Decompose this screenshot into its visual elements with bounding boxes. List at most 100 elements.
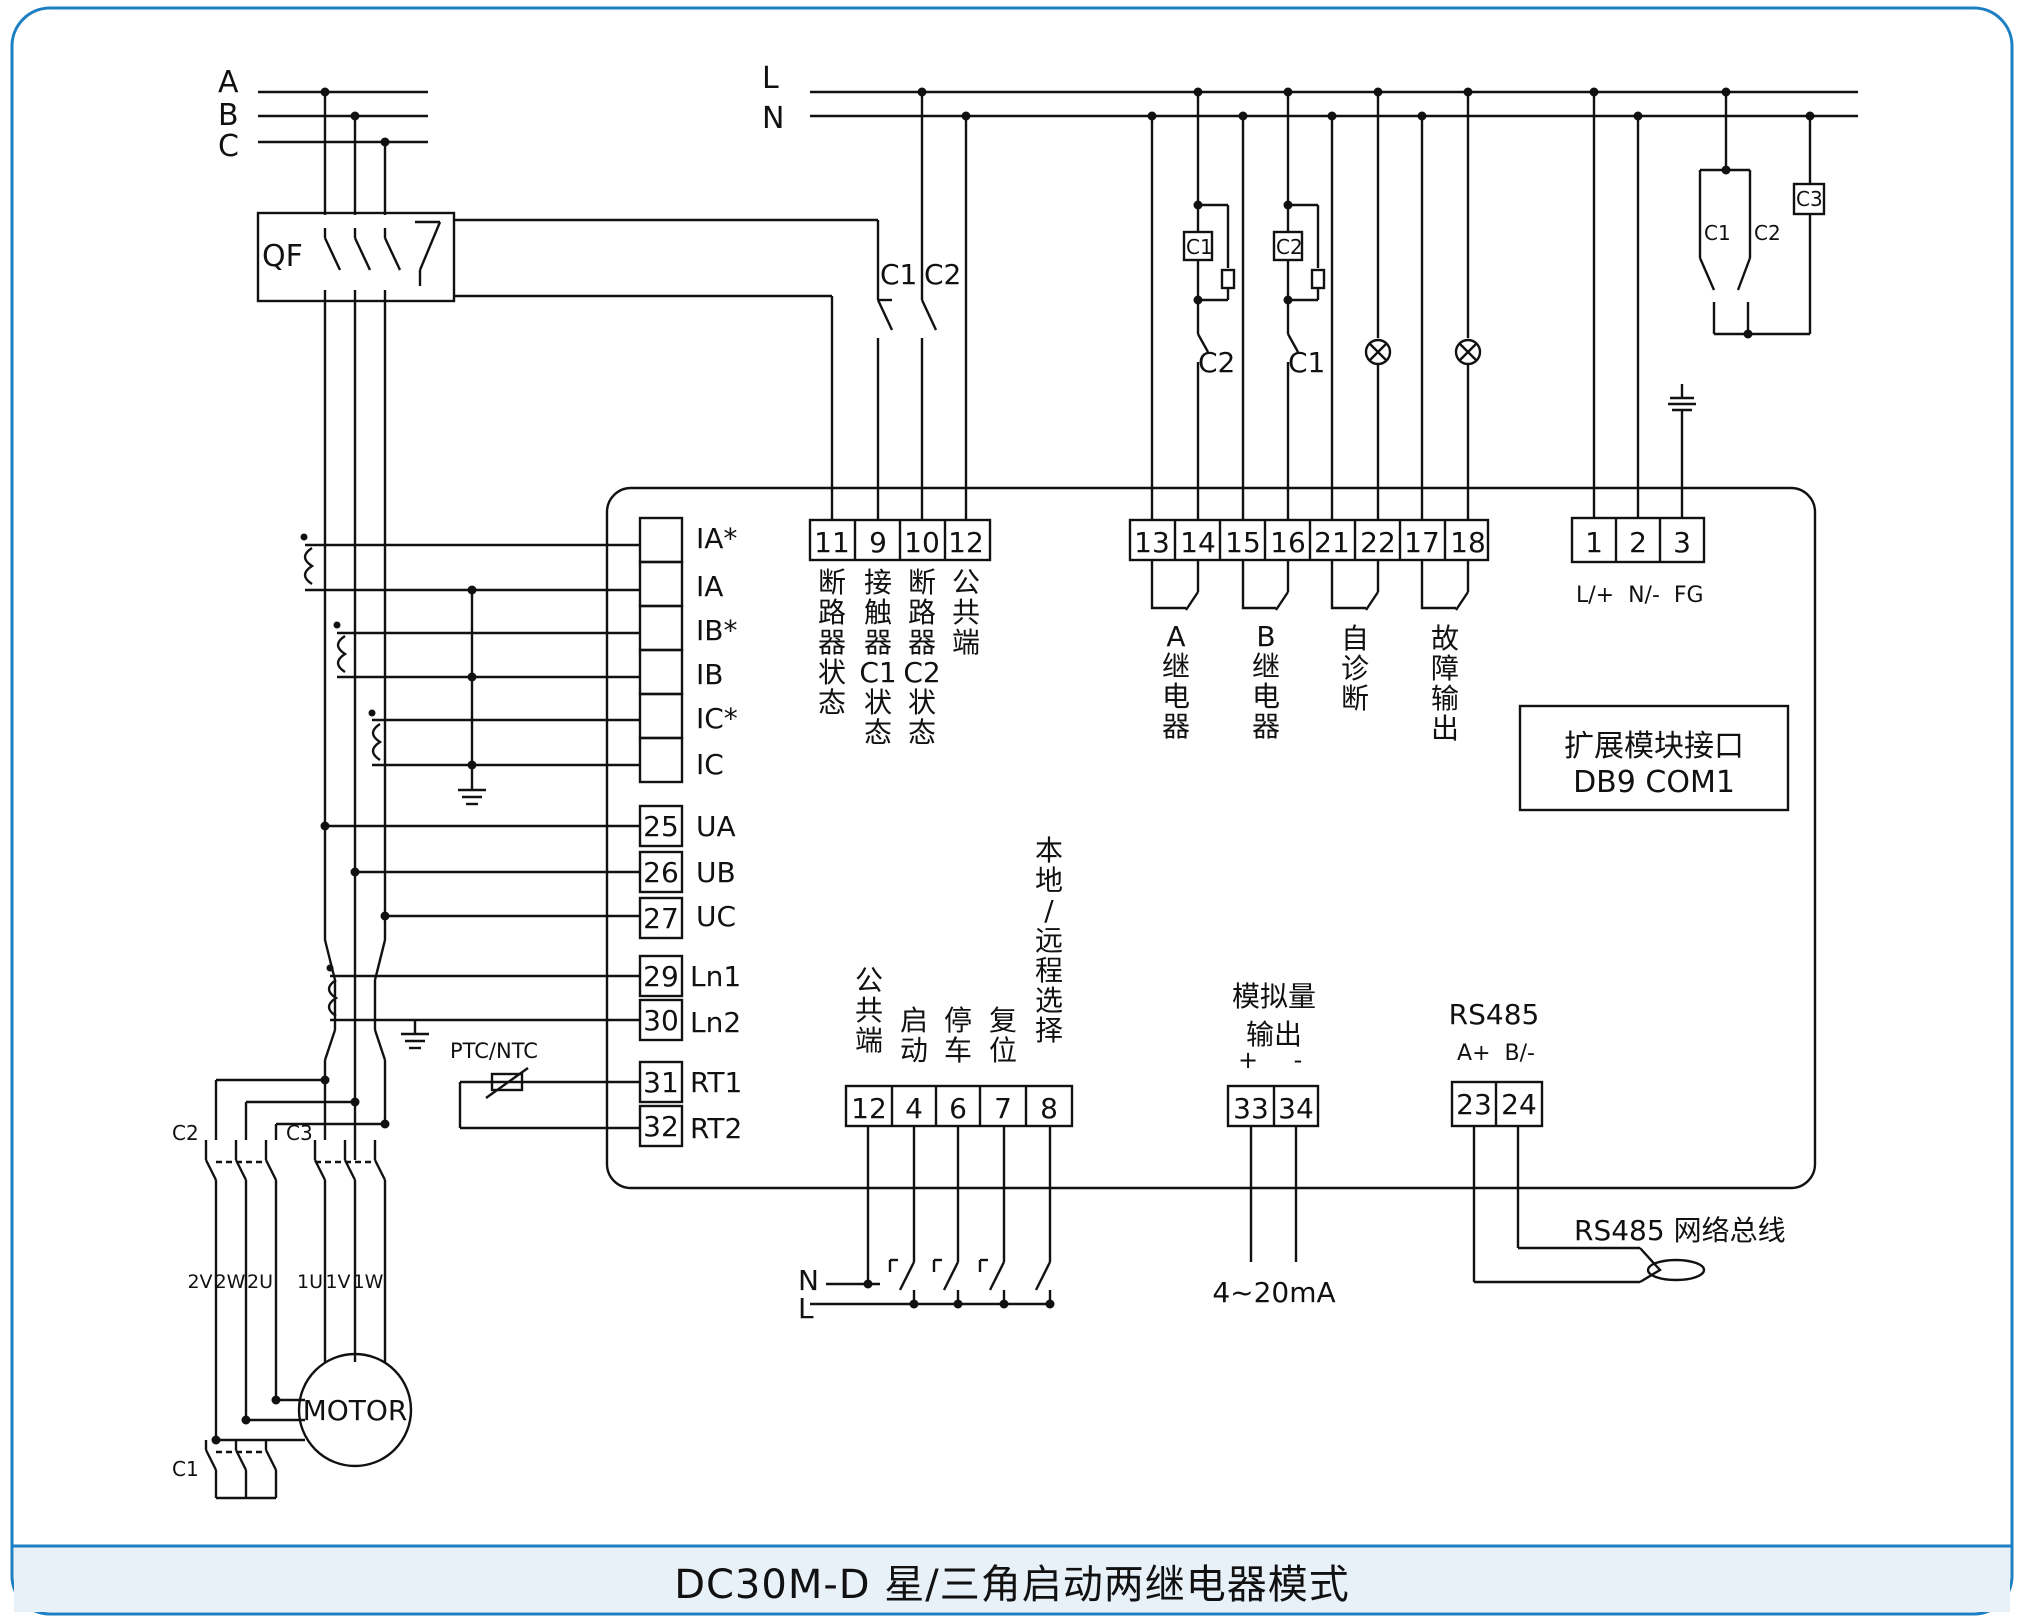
terminal-15: 15 [1225, 526, 1261, 559]
motor-term-1v: 1V [325, 1271, 350, 1293]
caption-band [14, 1546, 2010, 1612]
coil-c3-label: C3 [1796, 187, 1823, 211]
terminal-27: 27 [643, 902, 679, 935]
terminal-30: 30 [643, 1004, 679, 1037]
terminal-21: 21 [1314, 526, 1350, 559]
label-reset: 复位 [989, 1004, 1017, 1067]
terminal-23: 23 [1456, 1088, 1492, 1121]
phase-a-label: A [218, 65, 239, 100]
input-ic-star: IC* [696, 702, 738, 735]
terminal-26: 26 [643, 856, 679, 889]
terminal-9: 9 [869, 526, 887, 559]
analog-plus: + [1238, 1046, 1258, 1074]
c1-label: C1 [172, 1457, 199, 1481]
bottom-l-label: L [798, 1292, 814, 1325]
ext-c2-label: C2 [1754, 221, 1781, 245]
line-n-label: N [762, 101, 784, 136]
terminal-10: 10 [904, 526, 940, 559]
terminal-33: 33 [1233, 1092, 1269, 1125]
label-self-diag: 自诊断 [1341, 622, 1369, 715]
label-uc: UC [696, 900, 736, 933]
terminal-34: 34 [1278, 1092, 1314, 1125]
ext-module-port: DB9 COM1 [1573, 765, 1735, 800]
label-ua: UA [696, 810, 736, 843]
analog-title-2: 输出 [1246, 1018, 1302, 1051]
analog-range: 4~20mA [1212, 1276, 1335, 1309]
input-ib: IB [696, 658, 723, 691]
ext-module-title: 扩展模块接口 [1564, 729, 1744, 764]
motor-term-2u: 2U [247, 1271, 273, 1293]
motor [297, 1352, 413, 1468]
input-ia-star: IA* [696, 522, 737, 555]
input-ic: IC [696, 748, 724, 781]
power-terminal-labels: L/+ N/- FG [1576, 583, 1704, 608]
analog-title-1: 模拟量 [1232, 980, 1316, 1013]
terminal-32: 32 [643, 1110, 679, 1143]
phase-c-label: C [218, 129, 239, 164]
terminal-4: 4 [905, 1092, 923, 1125]
label-stop: 停车 [944, 1004, 972, 1067]
terminal-11: 11 [814, 526, 850, 559]
terminal-3: 3 [1673, 526, 1691, 559]
terminal-7: 7 [994, 1092, 1012, 1125]
c3-label: C3 [286, 1121, 313, 1145]
contact-c1-label: C1 [880, 258, 917, 291]
motor-term-2v: 2V [187, 1271, 212, 1293]
terminal-14: 14 [1180, 526, 1216, 559]
motor-term-1u: 1U [297, 1271, 323, 1293]
terminal-12b: 12 [851, 1092, 887, 1125]
input-ib-star: IB* [696, 614, 737, 647]
terminal-29: 29 [643, 960, 679, 993]
relay-b-c1-label: C1 [1288, 346, 1325, 379]
motor-label: MOTOR [303, 1394, 408, 1427]
terminal-13: 13 [1134, 526, 1170, 559]
terminal-8: 8 [1040, 1092, 1058, 1125]
terminal-31: 31 [643, 1066, 679, 1099]
rs485-pins: A+ B/- [1457, 1041, 1535, 1066]
terminal-2: 2 [1629, 526, 1647, 559]
ext-c1-label: C1 [1704, 221, 1731, 245]
analog-minus: - [1294, 1046, 1303, 1074]
motor-term-1w: 1W [353, 1271, 384, 1293]
label-ln2: Ln2 [690, 1006, 741, 1039]
ext-module-box [1518, 704, 1790, 812]
label-local-remote: 本地/远程选择 [1035, 834, 1063, 1047]
label-common-top: 公共端 [952, 566, 980, 659]
terminal-1: 1 [1585, 526, 1603, 559]
label-rt2: RT2 [690, 1112, 742, 1145]
terminal-22: 22 [1360, 526, 1396, 559]
coil-c2-label: C2 [1276, 235, 1303, 259]
label-ln1: Ln1 [690, 960, 741, 993]
outer-frame [10, 6, 2014, 1616]
c2-label: C2 [172, 1121, 199, 1145]
rs485-title: RS485 [1449, 998, 1540, 1031]
controller-box [605, 486, 1817, 1190]
terminal-16: 16 [1270, 526, 1306, 559]
rs485-bus-label: RS485 网络总线 [1574, 1214, 1786, 1247]
label-fault-output: 故障输出 [1431, 622, 1459, 745]
contact-c2-label: C2 [924, 258, 961, 291]
line-l-label: L [762, 61, 779, 96]
label-rt1: RT1 [690, 1066, 742, 1099]
terminal-24: 24 [1501, 1088, 1537, 1121]
bottom-n-label: N [798, 1264, 819, 1297]
terminal-17: 17 [1404, 526, 1440, 559]
relay-a-c2-label: C2 [1198, 346, 1235, 379]
label-common-bottom: 公共端 [855, 964, 883, 1057]
input-ia: IA [696, 570, 723, 603]
terminal-12: 12 [948, 526, 984, 559]
phase-b-label: B [218, 98, 239, 133]
diagram-caption: DC30M-D 星/三角启动两继电器模式 [674, 1562, 1350, 1608]
ptc-label: PTC/NTC [450, 1039, 538, 1063]
label-breaker-status: 断路器状态 [818, 566, 846, 719]
coil-c1-label: C1 [1186, 235, 1213, 259]
label-start: 启动 [900, 1004, 928, 1067]
terminal-6: 6 [949, 1092, 967, 1125]
terminal-18: 18 [1450, 526, 1486, 559]
motor-term-2w: 2W [215, 1271, 246, 1293]
